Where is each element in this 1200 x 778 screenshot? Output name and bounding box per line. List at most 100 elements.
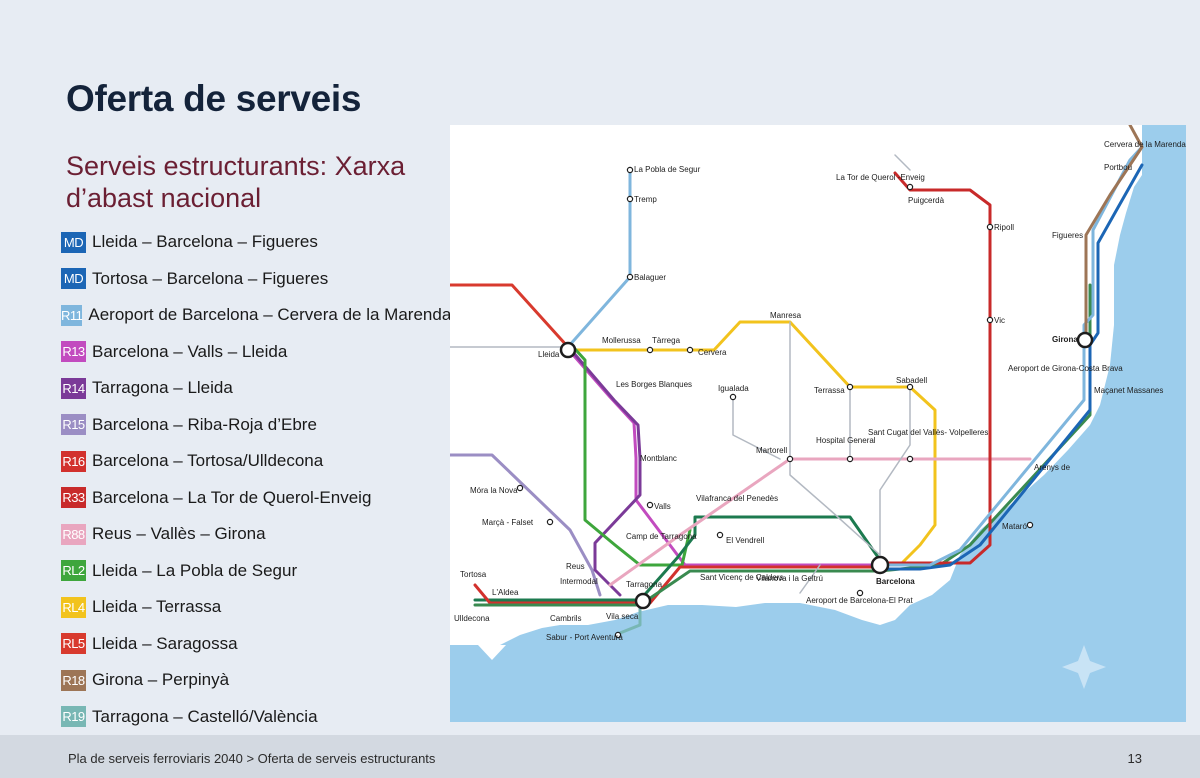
station-node [906,183,914,191]
line-code-badge: R88 [61,523,86,545]
interchange-barcelona [870,555,890,575]
route-label: Reus – Vallès – Girona [92,524,266,544]
station-node [686,346,694,354]
page-title: Oferta de serveis [66,78,362,119]
station-node [846,383,854,391]
line-code-badge: RL4 [61,596,86,618]
station-node [1026,521,1034,529]
route-label: Lleida – Barcelona – Figueres [92,232,318,252]
station-label: Girona [1052,335,1078,344]
line-code-badge: R18 [61,669,86,691]
station-label: Vilafranca del Penedès [696,494,778,503]
station-label: Aeroport de Girona-Costa Brava [1008,364,1123,373]
station-label: Martorell [756,446,787,455]
line-rl5 [450,283,570,349]
station-label: Vilanova i la Geltrú [756,574,823,583]
station-label: Manresa [770,311,802,320]
route-label: Aeroport de Barcelona – Cervera de la Ma… [88,305,452,325]
station-label: Igualada [718,384,749,393]
line-r18 [1084,125,1144,339]
station-node [646,346,654,354]
station-label: Puigcerdà [908,196,945,205]
station-label: Vila seca [606,612,639,621]
station-label: Tarragona [626,580,663,589]
station-node [856,589,864,597]
legend-item: RL4 Lleida – Terrassa [61,589,446,626]
station-label: Valls [654,502,671,511]
line-code-badge: RL2 [61,560,86,582]
station-node [729,393,737,401]
page-number: 13 [1127,751,1142,766]
line-r14 [570,349,642,597]
line-rl4 [566,320,937,567]
station-label: Camp de Tarragona [626,532,697,541]
line-code-badge: R33 [61,487,86,509]
line-r11-branch [566,168,632,349]
line-code-badge: R13 [61,341,86,363]
line-code-badge: R15 [61,414,86,436]
station-label: L'Aldea [492,588,519,597]
line-r15 [450,453,602,597]
legend-item: R88 Reus – Vallès – Girona [61,516,446,553]
station-label: Ripoll [994,223,1014,232]
station-label: Tàrrega [652,336,681,345]
station-label: Cervera de la Marenda [1104,140,1186,149]
station-label: Mollerussa [602,336,641,345]
line-r19 [618,601,642,635]
route-label: Barcelona – Valls – Lleida [92,341,288,361]
station-label: Sabur - Port Aventura [546,633,623,642]
station-node [986,316,994,324]
line-code-badge: R16 [61,450,86,472]
station-node [906,383,914,391]
station-label: Ulldecona [454,614,490,623]
station-node [626,166,634,174]
interchange-tarragona [634,592,652,610]
route-label: Barcelona – Riba-Roja d’Ebre [92,414,317,434]
station-label: Les Borges Blanques [616,380,692,389]
legend-item: R13 Barcelona – Valls – Lleida [61,334,446,371]
line-gray-terrassa [732,154,911,594]
line-md-figueres [878,163,1144,571]
station-node [846,455,854,463]
station-node [716,531,724,539]
station-node [906,455,914,463]
station-label: Hospital General [816,436,876,445]
route-label: Tortosa – Barcelona – Figueres [92,268,329,288]
route-label: Tarragona – Castelló/València [92,706,318,726]
station-label: Marçà - Falset [482,518,534,527]
station-label: El Vendrell [726,536,764,545]
line-green-coast [473,515,882,602]
interchange-lleida [559,341,577,359]
station-node [614,631,622,639]
footer-breadcrumb: Pla de serveis ferroviaris 2040 > Oferta… [68,751,436,766]
compass-star [1062,645,1106,689]
station-label: Reus [566,562,585,571]
station-label: Vic [994,316,1005,325]
station-node [626,195,634,203]
section-title: Serveis estructurants: Xarxa d’abast nac… [66,151,406,213]
station-label: La Pobla de Segur [634,165,701,174]
route-label: Lleida – Terrassa [92,597,222,617]
route-label: Girona – Perpinyà [92,670,230,690]
station-label: Figueres [1052,231,1083,240]
footer-bar: Pla de serveis ferroviaris 2040 > Oferta… [0,735,1200,778]
station-label: Cambrils [550,614,582,623]
station-label: Tremp [634,195,657,204]
station-label: Sant Vicenç de Calders [700,573,783,582]
line-code-badge: R14 [61,377,86,399]
route-label: Tarragona – Lleida [92,378,233,398]
line-code-badge: R19 [61,706,86,728]
station-label: Portbou [1104,163,1132,172]
rail-map-svg: La Pobla de Segur Tremp Balaguer Lleida … [450,125,1186,722]
station-node [986,223,994,231]
station-label: Tortosa [460,570,487,579]
station-label: Intermodal [560,577,598,586]
station-node [626,273,634,281]
